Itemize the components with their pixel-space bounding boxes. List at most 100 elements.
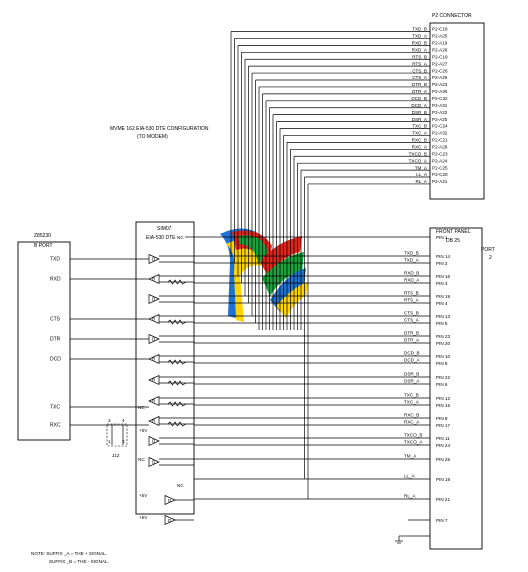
p2-signal-name: DCD_B [411,96,427,101]
config-subtitle: (TO MODEM) [137,134,168,140]
front-panel-pin-label: PIN 6 [436,382,448,387]
transceiver-label: D [152,337,156,342]
p2-pin-label: P2-C26 [432,68,448,73]
transceiver-label: D [152,257,156,262]
p2-signal-name: RTS_A [412,61,428,66]
front-panel-pin-label: PIN 22 [436,375,450,380]
front-panel-pin-label: PIN 3 [436,281,448,286]
jumper-label: J12 [112,453,120,458]
front-panel-pin-label: PIN 24 [436,443,450,448]
p2-pin-label: P2-A31 [432,103,448,108]
front-panel-pin-label: PIN 19 [436,294,450,299]
front-panel-signal-label: DTR_B [404,331,419,336]
line-driver-label: D [168,498,172,503]
front-panel-pin-label: PIN 15 [436,403,450,408]
transceiver-label: R [152,419,156,424]
p2-pin-label: P2-C25 [432,165,448,170]
front-panel-signal-label: RTS_B [404,291,419,296]
transceiver-icon [148,353,160,365]
jumper-pin-label: 1 [108,439,111,444]
transceiver-icon [148,293,160,305]
front-panel-signal-label: RXC_B [404,413,419,418]
front-panel-pin-label: PIN 13 [436,314,450,319]
jumper-pin-label: 3 [108,418,111,423]
p2-signal-name: DCD_A [411,103,428,108]
transceiver-label: D [152,460,156,465]
port-label: PORT [481,247,495,253]
port-number: 2 [489,255,492,261]
nc-label: NC [138,457,145,462]
crossover-green [238,235,268,264]
z85230-signal-label: DTR [50,337,61,343]
front-panel-signal-label: CTS_A [404,318,420,323]
front-panel-signal-label: RXD_B [404,271,419,276]
transceiver-icon [148,273,160,285]
p2-signal-name: TXC_A [412,131,428,136]
front-panel-signal-label: TXC_B [404,393,419,398]
p2-pin-label: P2-A20 [432,117,448,122]
transceiver-label: R [152,277,156,282]
front-panel-pin-label: PIN 9 [436,416,448,421]
p2-pin-label: P2-C32 [432,96,448,101]
transceiver-icon [148,435,160,447]
crossover-blue-right [270,268,306,312]
transceiver-label: R [152,317,156,322]
p2-signal-name: RTS_B [412,54,427,59]
z85230-signal-label: CTS [50,317,61,323]
front-panel-pin-label: PIN 17 [436,423,450,428]
z85230-port-label: B PORT [34,243,53,249]
front-panel-title: FRONT PANEL [436,229,471,235]
front-panel-signal-label: CTS_B [404,311,419,316]
front-panel-signal-label: DCD_B [404,351,420,356]
front-panel-pin-label: PIN 11 [436,436,450,441]
sim-title: SIM07 [157,226,172,232]
p2-signal-name: RXD_A [412,47,428,52]
front-panel-signal-label: DCD_A [404,358,421,363]
p2-signal-name: RXC_B [412,138,427,143]
p2-pin-label: P2-A28 [432,145,448,150]
note-line-1: NOTE: SUFFIX _A = THE + SIGNAL. [31,551,107,556]
p2-signal-name: DTR_B [412,82,427,87]
note-line-2: SUFFIX _B = THE - SIGNAL. [49,559,109,564]
p2-signal-name: CTS_A [412,75,428,80]
front-panel-box [429,227,483,550]
front-panel-signal-label: TXCO_B [404,433,422,438]
z85230-signal-label: RXD [50,277,61,283]
transceiver-icon [148,374,160,386]
p2-signal-name: TXCO_B [409,151,427,156]
transceiver-icon [148,333,160,345]
line-driver-icon [164,494,176,506]
p2-signal-name: TXD_B [412,27,427,32]
p2-pin-label: P2-C20 [432,172,448,177]
front-panel-signal-label: DTR_A [404,338,420,343]
line-driver-label: D [168,518,172,523]
transceiver-label: D [152,439,156,444]
p2-pin-label: P2-A29 [432,75,448,80]
line-driver-icon [164,514,176,526]
p2-pin-label: P2-A23 [432,82,448,87]
transceiver-icon [148,253,160,265]
config-title: MVME 162 EIA-530 DTE CONFIGURATION [110,126,209,132]
transceiver-icon [148,395,160,407]
p2-signal-name: DSR_B [412,110,427,115]
p2-signal-name: LL_A [416,172,428,177]
p2-pin-label: P2-A26 [432,47,448,52]
supply-label: +5V [139,428,148,433]
p2-pin-label: P2-C18 [432,27,448,32]
p2-signal-name: RXD_B [412,41,427,46]
p2-signal-name: TXD_A [412,34,428,39]
p2-pin-label: P2-A24 [432,158,448,163]
p2-pin-label: P2-A19 [432,41,448,46]
front-panel-pin-label: PIN 20 [436,341,450,346]
front-panel-signal-label: TM_A [404,454,417,459]
p2-signal-name: DTR_A [412,89,428,94]
z85230-signal-label: TXC [50,405,60,411]
front-panel-signal-label: TXCO_A [404,440,423,445]
p2-signal-name: RL_A [416,179,428,184]
front-panel-signal-label: RL_A [404,494,416,499]
z85230-title: Z85230 [34,233,51,239]
p2-pin-label: P2-A25 [432,34,448,39]
